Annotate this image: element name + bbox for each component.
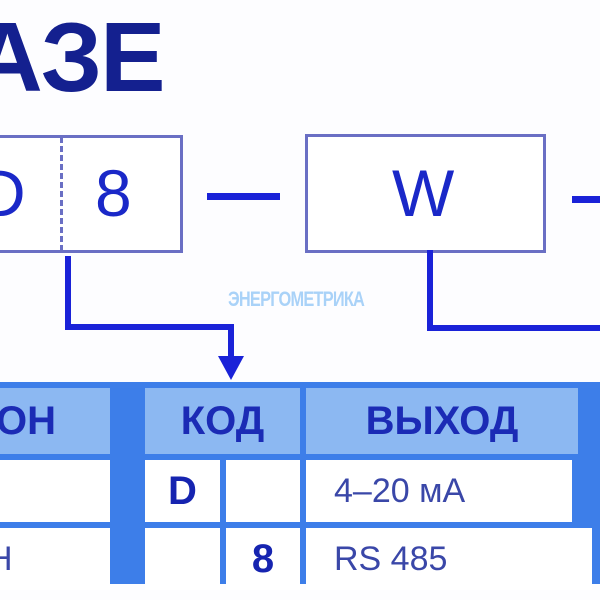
- row2-left: Н: [0, 528, 110, 590]
- header-output: ВЫХОД: [306, 388, 578, 454]
- code-box-divider: [60, 137, 63, 251]
- code-digit-8: 8: [95, 156, 132, 230]
- row1-output: 4–20 мА: [306, 460, 572, 522]
- arrow-down-icon: [218, 356, 244, 380]
- row1-code2: [226, 460, 300, 522]
- header-left: ОН: [0, 388, 110, 454]
- code-table: ОН КОД ВЫХОД D 4–20 мА Н 8 RS 485: [0, 382, 600, 590]
- watermark: ЭНЕРГОМЕТРИКА: [228, 288, 365, 311]
- model-title: АЗЕ: [0, 2, 166, 112]
- code-box-d8: [0, 135, 183, 253]
- code-box-w: [305, 134, 546, 253]
- code-letter-w: W: [392, 156, 455, 230]
- connector-d8-to-code: [65, 256, 234, 362]
- header-code: КОД: [145, 388, 300, 454]
- dash-separator: [572, 196, 600, 203]
- row2-code1: [145, 528, 220, 590]
- dash-separator: [207, 193, 280, 200]
- row1-left: [0, 460, 110, 522]
- row1-code1: D: [145, 460, 220, 522]
- code-letter-d: D: [0, 156, 26, 230]
- row2-output: RS 485: [306, 528, 592, 590]
- row2-code2: 8: [226, 528, 300, 590]
- connector-w: [427, 250, 600, 331]
